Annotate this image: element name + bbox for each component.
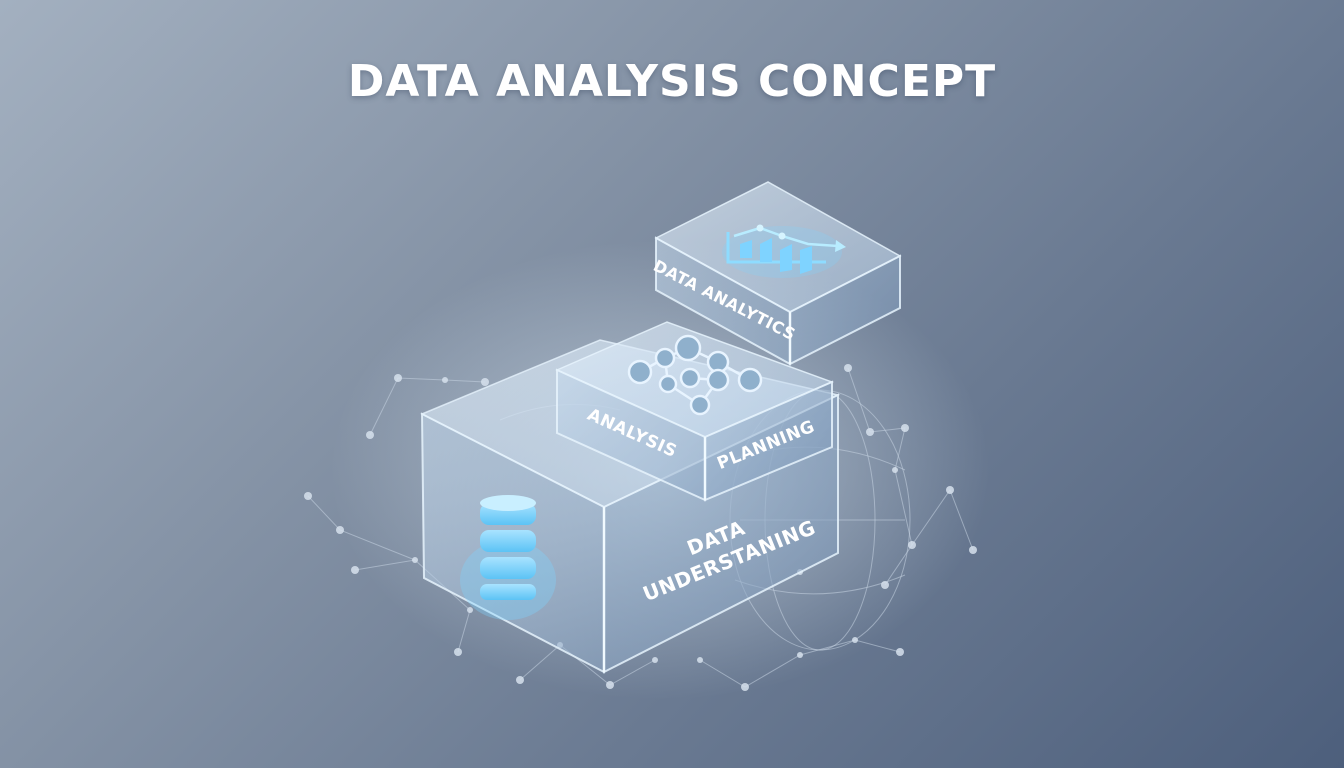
page-title: DATA ANALYSIS CONCEPT [347, 56, 997, 107]
network-graph-icon [627, 334, 763, 416]
bar-chart-trend-icon [722, 224, 846, 278]
block-analysis-planning: ANALYSIS PLANNING [555, 321, 835, 502]
database-icon [460, 495, 556, 620]
block-data-analytics: DATA ANALYTICS [650, 181, 902, 366]
